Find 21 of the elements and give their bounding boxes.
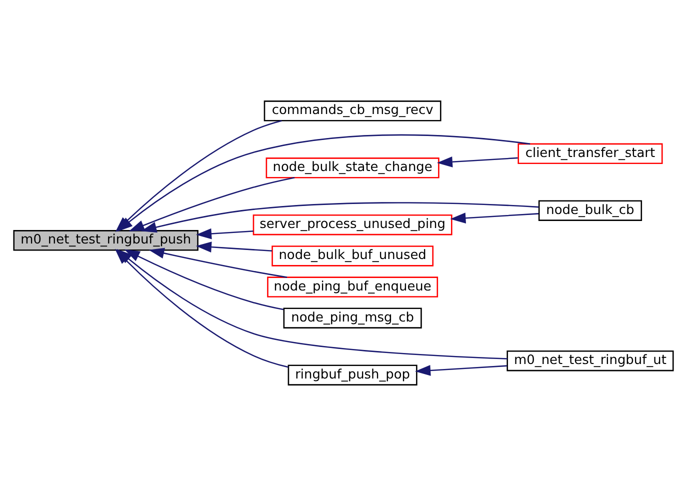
arrow [117,134,530,232]
node-box: server_process_unused_ping [252,214,452,236]
node-box: node_ping_buf_enqueue [267,276,438,298]
node-box: m0_net_test_ringbuf_push [13,230,198,251]
arrow [116,249,508,360]
arrow [436,156,518,168]
arrow [128,177,295,232]
node-box: commands_cb_msg_recv [264,100,442,122]
arrow [140,202,539,233]
node-box: ringbuf_push_pop [288,364,418,386]
node-box: node_bulk_cb [538,200,642,221]
node-box: node_bulk_state_change [266,158,440,178]
arrow [414,365,508,376]
arrow [124,249,284,310]
node-box: node_ping_msg_cb [283,308,422,328]
node-box: client_transfer_start [518,143,663,164]
node-box: node_bulk_buf_unused [272,246,434,266]
arrow [196,228,254,240]
arrow [196,242,272,252]
node-box: m0_net_test_ringbuf_ut [506,350,674,372]
arrow [450,212,539,224]
